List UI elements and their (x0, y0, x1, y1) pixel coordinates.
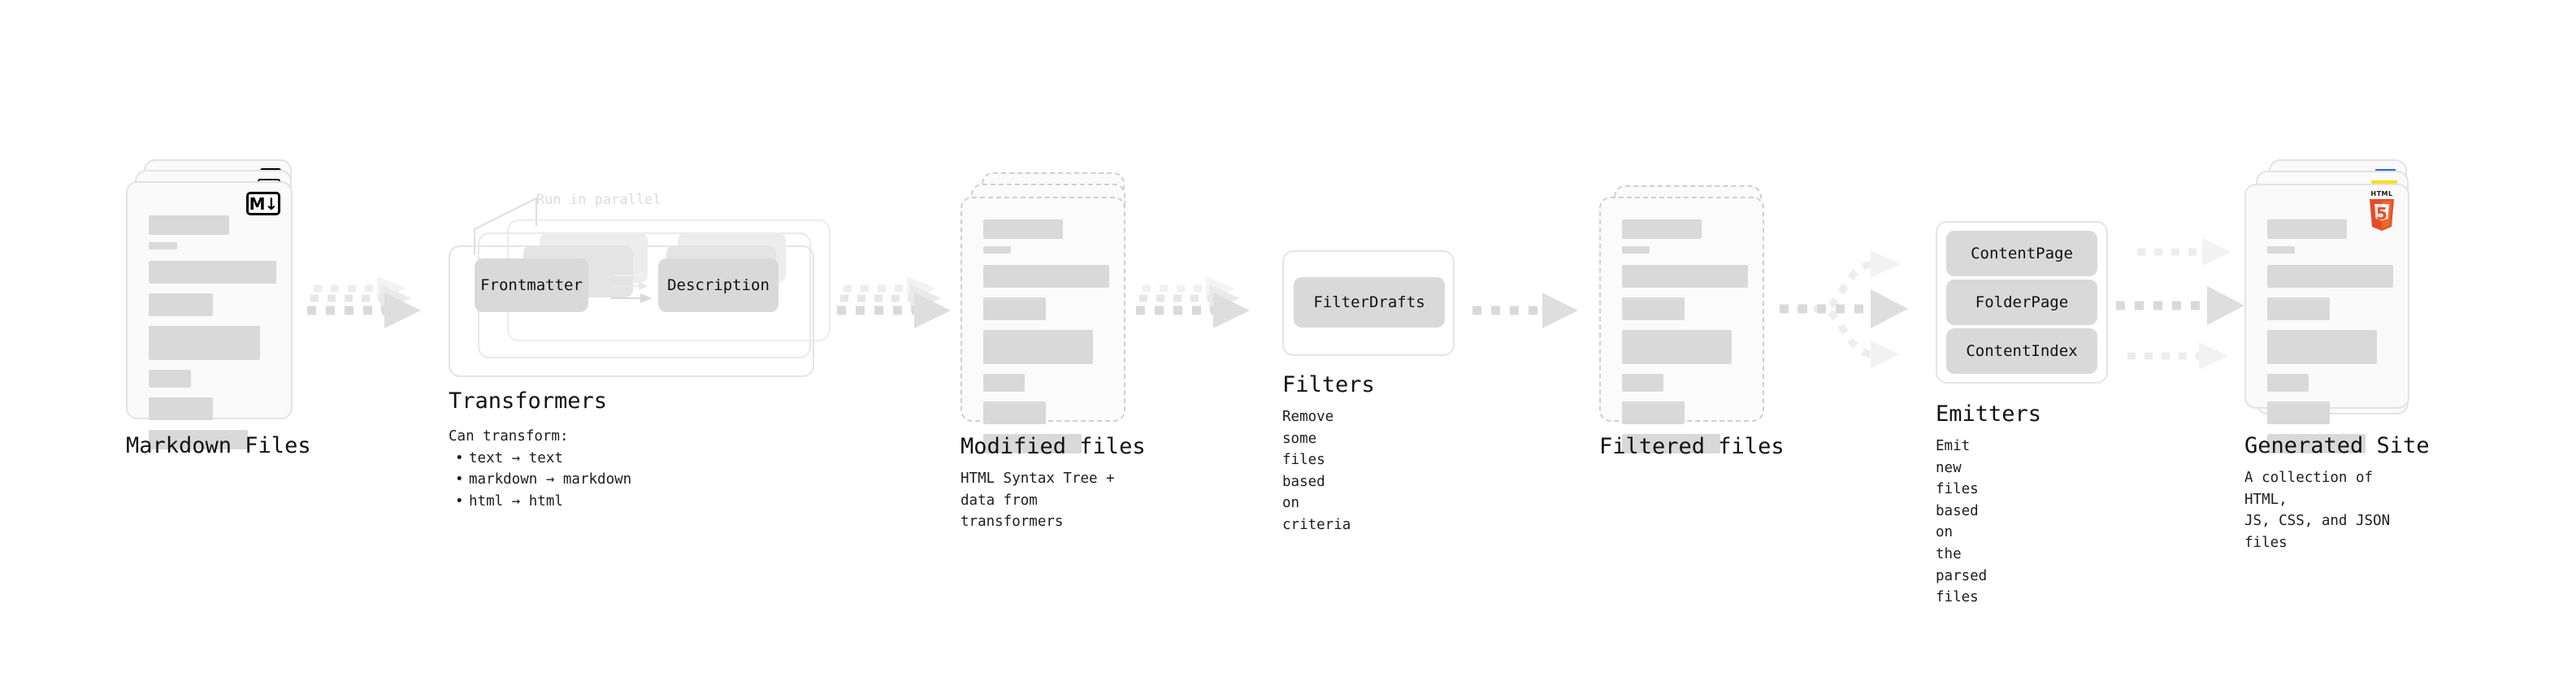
stage-title-filtered-files: Filtered files (1599, 434, 1785, 459)
filtered-card-stack (1599, 185, 1774, 453)
placeholder-bar (1621, 330, 1732, 364)
chip-filterdrafts-label: FilterDrafts (1313, 293, 1425, 311)
stage-title-emitters: Emitters (1936, 401, 2042, 427)
site-card-stack: CSS JS HTML 5 (2244, 159, 2419, 453)
placeholder-bar (1621, 401, 1685, 424)
transformers-bullet-item: html → html (449, 491, 631, 513)
arrow-modified-to-filters (1136, 276, 1250, 328)
stage-markdown-files: M↓ M↓ M↓ Markdown Files (126, 159, 311, 458)
transformer-inner-arrows (611, 271, 652, 303)
stage-modified-files: Modified files HTML Syntax Tree + data f… (961, 172, 1146, 530)
arrow-filtered-to-emitters (1780, 250, 1908, 368)
card-content-placeholder (149, 215, 276, 449)
placeholder-bar (149, 397, 213, 420)
card-content-placeholder (982, 219, 1110, 453)
markdown-card-stack: M↓ M↓ M↓ (126, 159, 301, 449)
placeholder-bar (1621, 434, 1720, 453)
placeholder-bar (982, 434, 1082, 453)
html5-badge-icon: HTML 5 (2364, 190, 2400, 231)
transformers-description: Can transform: text → text markdown → ma… (449, 426, 631, 512)
placeholder-bar (982, 401, 1047, 424)
modified-card-stack (961, 172, 1135, 453)
chip-filterdrafts[interactable]: FilterDrafts (1294, 277, 1445, 327)
placeholder-bar (1621, 246, 1650, 254)
chip-description-label: Description (667, 276, 770, 294)
card-content-placeholder (2266, 219, 2394, 453)
placeholder-bar (982, 297, 1047, 320)
chip-description[interactable]: Description (658, 258, 778, 312)
placeholder-bar (2266, 374, 2309, 392)
card-content-placeholder (1621, 219, 1749, 453)
placeholder-bar (2266, 401, 2331, 424)
transformers-lead: Can transform: (449, 428, 569, 445)
stage-subtitle-generated-site: A collection of HTML, JS, CSS, and JSON … (2244, 470, 2391, 551)
chip-contentpage-label: ContentPage (1971, 245, 2073, 262)
filtered-card-front (1599, 197, 1764, 453)
placeholder-bar (1621, 374, 1664, 392)
placeholder-bar (1621, 297, 1685, 320)
markdown-card-front: M↓ (126, 181, 293, 449)
placeholder-bar (982, 330, 1093, 364)
stage-title-generated-site: Generated Site (2244, 433, 2430, 458)
stage-title-filters: Filters (1282, 372, 1375, 397)
modified-card-front (961, 197, 1125, 453)
stage-filtered-files: Filtered files (1599, 185, 1785, 459)
chip-folderpage[interactable]: FolderPage (1946, 280, 2097, 325)
markdown-badge-icon: M↓ (246, 192, 280, 215)
placeholder-bar (2266, 434, 2366, 453)
arrow-transformers-to-modified (837, 276, 951, 328)
chip-folderpage-label: FolderPage (1975, 293, 2069, 311)
stage-subtitle-filters: Remove some files based on criteria (1282, 409, 1351, 533)
site-card-front-html: HTML 5 (2244, 184, 2409, 453)
placeholder-bar (1621, 219, 1702, 239)
placeholder-bar (149, 215, 229, 235)
placeholder-bar (982, 265, 1110, 288)
chip-frontmatter-label: Frontmatter (480, 276, 583, 294)
arrow-filters-to-filtered (1472, 293, 1578, 328)
stage-title-modified-files: Modified files (961, 434, 1146, 459)
placeholder-bar (149, 430, 249, 449)
placeholder-bar (149, 242, 177, 249)
placeholder-bar (2266, 219, 2347, 239)
stage-subtitle-emitters: Emit new files based on the parsed files (1936, 438, 1988, 606)
arrow-emitters-to-site (2116, 238, 2244, 370)
placeholder-bar (2266, 246, 2295, 254)
placeholder-bar (982, 374, 1026, 392)
placeholder-bar (149, 293, 213, 316)
arrow-markdown-to-transformers (307, 276, 421, 328)
chip-contentindex-label: ContentIndex (1966, 342, 2078, 360)
html5-shield-shape (2370, 199, 2394, 231)
placeholder-bar (2266, 265, 2394, 288)
placeholder-bar (982, 219, 1063, 239)
chip-contentindex[interactable]: ContentIndex (1946, 328, 2097, 374)
transformers-bullet-item: text → text (449, 448, 631, 470)
html5-badge-digit: 5 (2376, 204, 2387, 223)
placeholder-bar (149, 370, 191, 388)
placeholder-bar (982, 246, 1011, 254)
transformers-bullet-item: markdown → markdown (449, 469, 631, 491)
stage-title-markdown-files: Markdown Files (126, 433, 311, 458)
transformers-bullet-list: text → text markdown → markdown html → h… (449, 448, 631, 513)
parallel-annotation-label: Run in parallel (536, 192, 661, 208)
chip-frontmatter[interactable]: Frontmatter (475, 258, 588, 312)
placeholder-bar (149, 261, 276, 284)
chip-contentpage[interactable]: ContentPage (1946, 231, 2097, 276)
placeholder-bar (2266, 297, 2331, 320)
stage-subtitle-modified-files: HTML Syntax Tree + data from transformer… (961, 471, 1115, 531)
parallel-bracket-line (474, 197, 537, 255)
stage-title-transformers: Transformers (449, 388, 608, 414)
html5-badge-wordmark: HTML (2370, 190, 2393, 197)
placeholder-bar (2266, 330, 2377, 364)
stage-generated-site: CSS JS HTML 5 (2244, 159, 2430, 551)
placeholder-bar (149, 326, 260, 360)
placeholder-bar (1621, 265, 1749, 288)
